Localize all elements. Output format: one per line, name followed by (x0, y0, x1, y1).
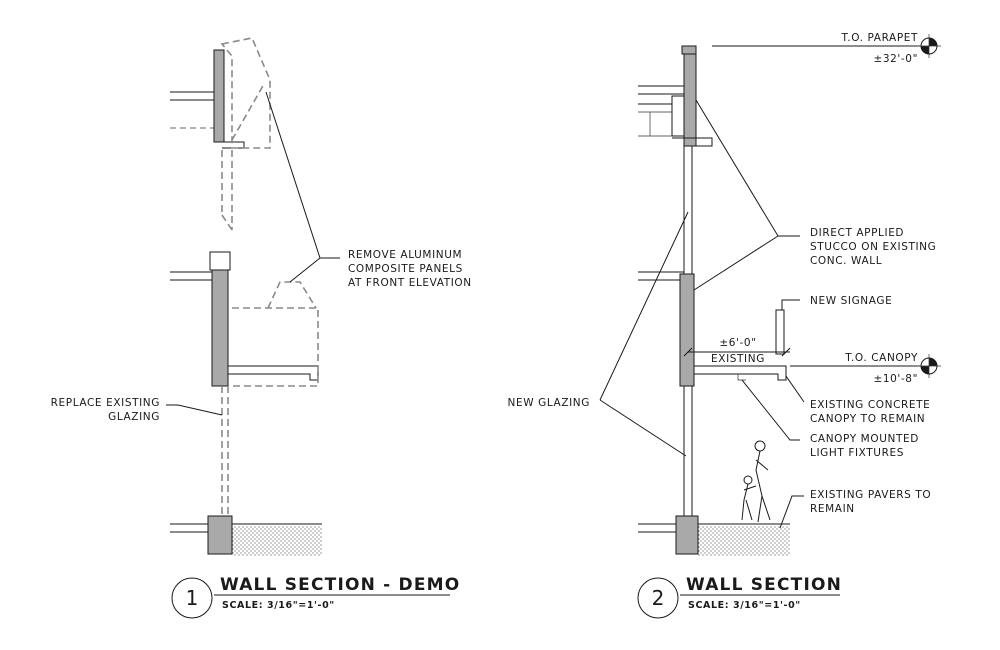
people-figures (741, 440, 771, 523)
note-light-fixtures-2: LIGHT FIXTURES (810, 447, 904, 459)
middle-slab (170, 271, 214, 281)
note-light-fixtures-1: CANOPY MOUNTED (810, 433, 919, 445)
detail-1-scale: SCALE: 3/16"=1'-0" (222, 600, 335, 611)
new-signage (775, 309, 785, 355)
lower-glazing (683, 386, 693, 516)
demo-facade-dashed (221, 150, 233, 231)
ground-line-2 (638, 523, 790, 533)
parapet-wall (683, 53, 697, 147)
note-pavers-2: REMAIN (810, 503, 855, 515)
note-replace-glazing-1: REPLACE EXISTING (51, 397, 160, 409)
demo-glazing-line (221, 386, 229, 522)
elev-parapet-value: ±32'-0" (873, 53, 918, 65)
leader-pavers (779, 495, 804, 529)
mid-wall (679, 273, 695, 387)
note-pavers-1: EXISTING PAVERS TO (810, 489, 931, 501)
note-new-glazing: NEW GLAZING (508, 397, 591, 409)
dimension-value: ±6'-0" (719, 337, 756, 349)
note-replace-glazing-2: GLAZING (108, 411, 160, 423)
detail-2-wall-section: T.O. PARAPET ±32'-0" T.O. CANOPY ±10'-8"… (508, 32, 941, 619)
canopy-demo (227, 365, 319, 381)
detail-1-title: WALL SECTION - DEMO (220, 575, 460, 595)
leader-glazing (599, 211, 689, 457)
elev-parapet-name: T.O. PARAPET (841, 32, 919, 44)
note-remove-panels-1: REMOVE ALUMINUM (348, 249, 462, 261)
elev-canopy-name: T.O. CANOPY (844, 352, 918, 364)
note-remove-panels-2: COMPOSITE PANELS (348, 263, 463, 275)
demo-panel-top (220, 37, 271, 149)
middle-wall (211, 269, 229, 387)
glazing-mullion (683, 146, 693, 282)
upper-glazing-frame (209, 251, 231, 271)
pavers-2 (698, 526, 790, 556)
note-stucco-3: CONC. WALL (810, 255, 882, 267)
detail-2-title: WALL SECTION (686, 575, 842, 595)
upper-wall (213, 49, 225, 143)
pavers-1 (232, 526, 322, 556)
canopy-dimension-line (683, 347, 791, 357)
mid-slab (638, 271, 684, 281)
footing-1 (207, 515, 233, 555)
detail-1-wall-section-demo: REMOVE ALUMINUM COMPOSITE PANELS AT FRON… (51, 37, 472, 619)
leader-signage (781, 299, 800, 310)
leader-remove-panels (265, 91, 340, 283)
leader-replace-glazing (166, 404, 223, 416)
upper-wall-ledge (214, 141, 245, 149)
note-stucco-1: DIRECT APPLIED (810, 227, 904, 239)
roof-joist (638, 111, 672, 137)
note-signage: NEW SIGNAGE (810, 295, 892, 307)
roof-deck (671, 95, 685, 137)
footing-2 (675, 515, 699, 555)
dimension-label: EXISTING (711, 353, 765, 365)
note-canopy-remain-1: EXISTING CONCRETE (810, 399, 930, 411)
soffit (672, 137, 713, 147)
leader-canopy-remain (785, 375, 805, 403)
parapet-cap (681, 45, 697, 55)
elev-canopy-value: ±10'-8" (873, 373, 918, 385)
upper-slab-outline (170, 91, 222, 101)
detail-2-bubble (637, 577, 679, 619)
note-remove-panels-3: AT FRONT ELEVATION (348, 277, 472, 289)
leader-stucco (693, 99, 800, 291)
detail-2-scale: SCALE: 3/16"=1'-0" (688, 600, 801, 611)
canopy-light-fixture (737, 374, 746, 381)
demo-panel-top-brace (231, 83, 265, 141)
canopy-existing (693, 365, 787, 381)
detail-1-number: 1 (186, 586, 199, 610)
detail-2-number: 2 (652, 586, 665, 610)
leader-light-fixtures (741, 379, 800, 441)
note-stucco-2: STUCCO ON EXISTING (810, 241, 936, 253)
note-canopy-remain-2: CANOPY TO REMAIN (810, 413, 925, 425)
ground-line-1 (170, 523, 322, 533)
detail-1-bubble (171, 577, 213, 619)
